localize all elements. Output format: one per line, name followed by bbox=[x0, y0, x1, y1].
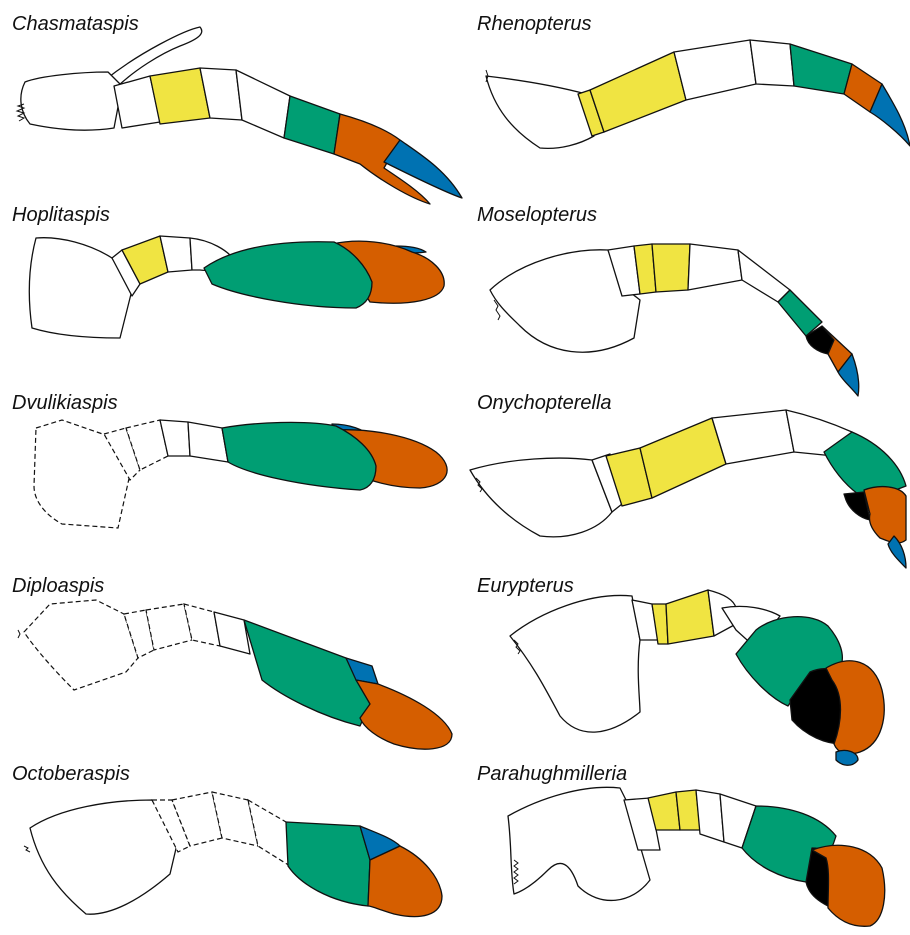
moselopterus-white-2 bbox=[738, 250, 790, 302]
label-diploaspis: Diploaspis bbox=[12, 575, 104, 597]
octoberaspis-green bbox=[286, 822, 370, 906]
rhenopterus-coxa bbox=[486, 76, 594, 148]
onychopterella-coxa bbox=[470, 458, 612, 537]
label-dvulikiaspis: Dvulikiaspis bbox=[12, 392, 118, 414]
chasmataspis-blue bbox=[384, 140, 462, 198]
appendage-onychopterella bbox=[470, 410, 906, 568]
hoplitaspis-green bbox=[204, 242, 372, 308]
octoberaspis-teeth bbox=[24, 846, 30, 852]
label-onychopterella: Onychopterella bbox=[477, 392, 612, 414]
label-parahughmilleria: Parahughmilleria bbox=[477, 763, 627, 785]
eurypterus-yellow-2 bbox=[666, 590, 714, 644]
chasmataspis-yellow bbox=[150, 68, 210, 124]
appendage-hoplitaspis bbox=[29, 236, 444, 338]
onychopterella-orange bbox=[864, 487, 906, 543]
rhenopterus-white-1 bbox=[674, 40, 756, 100]
hoplitaspis-coxa bbox=[29, 238, 132, 338]
onychopterella-yellow-2 bbox=[640, 418, 726, 498]
rhenopterus-yellow bbox=[590, 52, 686, 132]
diploaspis-green bbox=[244, 620, 370, 726]
rhenopterus-green bbox=[790, 44, 852, 94]
octoberaspis-orange bbox=[368, 846, 442, 917]
label-rhenopterus: Rhenopterus bbox=[477, 13, 592, 35]
label-moselopterus: Moselopterus bbox=[477, 204, 597, 226]
diploaspis-orange bbox=[356, 680, 452, 749]
diploaspis-coxa-outline bbox=[24, 600, 138, 690]
moselopterus-green bbox=[778, 290, 822, 336]
label-eurypterus: Eurypterus bbox=[477, 575, 574, 597]
chasmataspis-white-2 bbox=[236, 70, 290, 138]
appendage-moselopterus bbox=[490, 244, 859, 396]
chasmataspis-coxa bbox=[21, 72, 122, 130]
rhenopterus-white-2 bbox=[750, 40, 794, 86]
appendage-diploaspis bbox=[18, 600, 452, 749]
label-hoplitaspis: Hoplitaspis bbox=[12, 204, 110, 226]
appendage-eurypterus bbox=[510, 590, 884, 765]
label-octoberaspis: Octoberaspis bbox=[12, 763, 130, 785]
chasmataspis-green bbox=[284, 96, 340, 154]
appendage-dvulikiaspis bbox=[34, 420, 447, 528]
diploaspis-teeth bbox=[18, 630, 20, 638]
appendage-parahughmilleria bbox=[508, 787, 885, 926]
appendage-chasmataspis bbox=[17, 27, 462, 204]
appendage-rhenopterus bbox=[486, 40, 910, 148]
octoberaspis-coxa bbox=[30, 800, 178, 914]
onychopterella-white-1 bbox=[712, 410, 794, 464]
label-chasmataspis: Chasmataspis bbox=[12, 13, 139, 35]
moselopterus-white-1 bbox=[688, 244, 742, 290]
eurypterus-coxa bbox=[510, 595, 640, 732]
appendage-octoberaspis bbox=[24, 792, 442, 917]
moselopterus-yellow-2 bbox=[652, 244, 690, 292]
diploaspis-white bbox=[214, 612, 250, 654]
